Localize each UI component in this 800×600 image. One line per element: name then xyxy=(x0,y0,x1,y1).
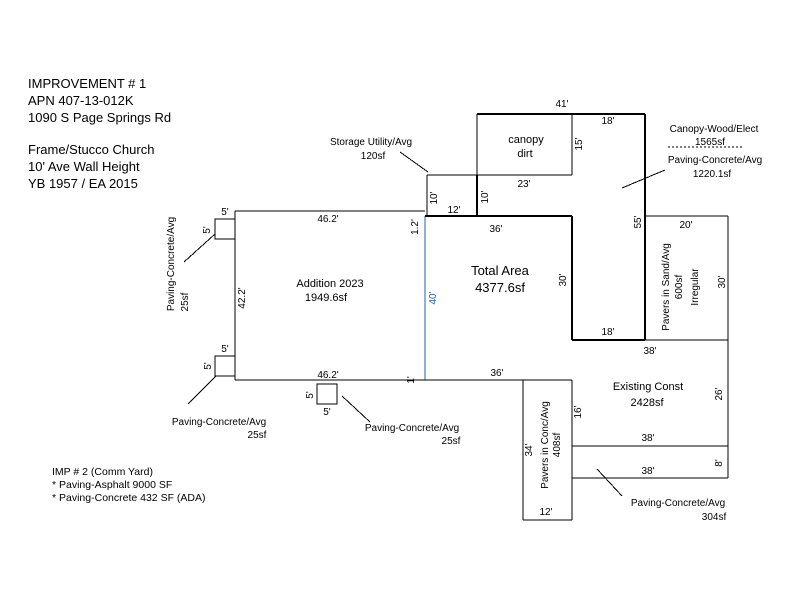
dim-stor-10b: 10' xyxy=(480,190,491,203)
address-label: 1090 S Page Springs Rd xyxy=(28,110,172,125)
dim-right-55: 55' xyxy=(633,215,644,228)
dim-exist-16: 16' xyxy=(573,405,584,418)
dim-right-38: 38' xyxy=(643,346,656,357)
notes-title: IMP # 2 (Comm Yard) xyxy=(52,466,153,478)
middle-section-outline xyxy=(425,215,728,381)
dim-low-34: 34' xyxy=(524,443,535,456)
paving-left-name: Paving-Concrete/Avg xyxy=(166,217,177,311)
paving-left-sf: 25sf xyxy=(180,292,191,311)
dim-top-15: 15' xyxy=(574,137,585,150)
pad-top-left xyxy=(214,218,236,240)
paving-bm-leader xyxy=(341,395,371,423)
dim-pad-5b: 5' xyxy=(202,226,213,234)
paving-upper-name: Paving-Concrete/Avg xyxy=(668,155,762,166)
dim-jog-top: 1.2' xyxy=(410,219,421,235)
notes-line-2: * Paving-Concrete 432 SF (ADA) xyxy=(52,492,206,504)
paving-upper-sf: 1220.1sf xyxy=(693,169,732,180)
paving-bl-name: Paving-Concrete/Avg xyxy=(172,417,266,428)
paving-bl-leader xyxy=(187,375,217,405)
year-label: YB 1957 / EA 2015 xyxy=(28,176,138,191)
dim-pad-5e: 5' xyxy=(305,391,316,399)
storage-sf: 120sf xyxy=(361,151,386,162)
dim-pad-5a: 5' xyxy=(221,207,229,218)
dim-low-38: 38' xyxy=(641,466,654,477)
dim-low-12: 12' xyxy=(539,507,552,518)
dim-top-41: 41' xyxy=(555,99,568,110)
construction-label: Frame/Stucco Church xyxy=(28,142,155,157)
construction-block: Frame/Stucco Church 10' Ave Wall Height … xyxy=(28,141,154,192)
notes-line-1: * Paving-Asphalt 9000 SF xyxy=(52,479,173,491)
dim-pad-5f: 5' xyxy=(323,407,331,418)
paving-bm-name: Paving-Concrete/Avg xyxy=(365,423,459,434)
dim-low-8: 8' xyxy=(714,459,725,467)
dim-top-18: 18' xyxy=(601,116,614,127)
existing-const-outline xyxy=(571,340,729,520)
dim-add-right: 40' xyxy=(428,291,439,304)
dim-mid-top: 36' xyxy=(489,224,502,235)
header-block: IMPROVEMENT # 1 APN 407-13-012K 1090 S P… xyxy=(28,75,171,126)
storage-utility-outline xyxy=(426,174,477,216)
pavers-conc-outline xyxy=(522,379,572,521)
dim-mid-18: 18' xyxy=(601,327,614,338)
paving-br-sf: 304sf xyxy=(702,512,727,523)
addition-sf: 1949.6sf xyxy=(305,292,348,304)
total-area-sf: 4377.6sf xyxy=(475,280,525,295)
dim-mid-bottom: 36' xyxy=(490,368,503,379)
pavers-sand-name: Pavers in Sand/Avg xyxy=(661,243,672,331)
improvement-label: IMPROVEMENT # 1 xyxy=(28,76,147,91)
existing-const-sf: 2428sf xyxy=(630,397,664,409)
dim-sand-right: 30' xyxy=(717,275,728,288)
canopy-name: canopy xyxy=(508,134,544,146)
pavers-sand-sf: 600sf xyxy=(674,275,685,300)
dim-sand-top: 20' xyxy=(679,220,692,231)
existing-const-name: Existing Const xyxy=(613,381,683,393)
paving-bm-sf: 25sf xyxy=(442,436,461,447)
dim-pad-5c: 5' xyxy=(221,344,229,355)
canopy-wood-sf: 1565sf xyxy=(695,137,725,148)
storage-leader xyxy=(399,151,429,173)
dim-top-23: 23' xyxy=(517,179,530,190)
paving-bl-sf: 25sf xyxy=(248,430,267,441)
paving-br-name: Paving-Concrete/Avg xyxy=(631,498,725,509)
dim-exist-38: 38' xyxy=(641,433,654,444)
addition-name: Addition 2023 xyxy=(296,278,363,290)
dim-stor-12: 12' xyxy=(447,205,460,216)
top-area-outline xyxy=(476,113,646,340)
canopy-sub: dirt xyxy=(517,148,532,160)
dim-jog-bottom: 1' xyxy=(406,376,417,384)
pad-bottom-left xyxy=(214,355,236,377)
dim-add-left: 42.2' xyxy=(237,287,248,308)
paving-left-leader xyxy=(183,233,216,263)
paving-br-leader xyxy=(596,468,623,497)
pad-bottom-mid xyxy=(316,383,338,405)
paving-upper-leader xyxy=(621,169,666,189)
pavers-sand-shape: Irregular xyxy=(690,268,701,306)
wall-height-label: 10' Ave Wall Height xyxy=(28,159,140,174)
dim-add-top: 46.2' xyxy=(317,214,338,225)
total-area-name: Total Area xyxy=(471,263,530,278)
notes-block: IMP # 2 (Comm Yard) * Paving-Asphalt 900… xyxy=(52,466,205,505)
pavers-conc-sf: 408sf xyxy=(552,433,563,458)
pavers-conc-name: Pavers in Conc/Avg xyxy=(540,401,551,489)
apn-label: APN 407-13-012K xyxy=(28,93,134,108)
pavers-sand-outline xyxy=(645,215,729,340)
dim-exist-26: 26' xyxy=(714,387,725,400)
dim-add-bottom: 46.2' xyxy=(317,370,338,381)
storage-name: Storage Utility/Avg xyxy=(330,137,412,148)
canopy-wood-name: Canopy-Wood/Elect xyxy=(670,124,759,135)
dim-pad-5d: 5' xyxy=(203,362,214,370)
dim-stor-10a: 10' xyxy=(429,191,440,204)
dim-mid-right: 30' xyxy=(558,273,569,286)
